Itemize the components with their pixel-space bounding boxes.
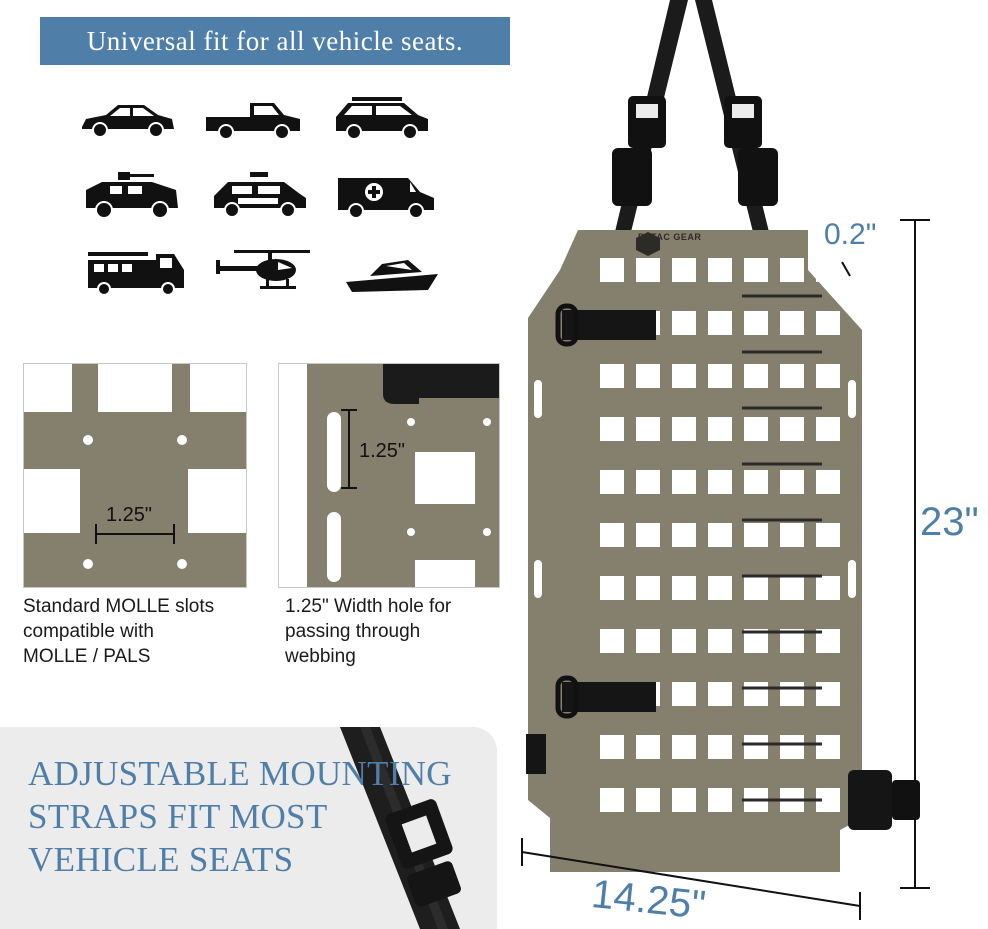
molle-slot [672,576,696,600]
speedboat-icon [346,260,438,292]
molle-slot [744,258,768,282]
molle-slot [672,470,696,494]
molle-slot [636,258,660,282]
molle-slot [636,576,660,600]
molle-slot [708,682,732,706]
molle-slot [780,417,804,441]
molle-slot [600,735,624,759]
molle-slot [600,470,624,494]
molle-slot [816,682,840,706]
molle-slot [780,311,804,335]
molle-slot [744,682,768,706]
molle-slot [672,364,696,388]
police-car-icon [214,172,306,218]
helicopter-icon [216,250,310,289]
molle-slot [600,364,624,388]
webbing-hole-caption: 1.25" Width hole for passing through web… [285,594,505,669]
petac-gear-logo [636,232,660,256]
thickness-dimension: 0.2" [824,218,877,251]
molle-slot [708,258,732,282]
molle-slot [708,735,732,759]
molle-slot [816,258,840,282]
pickup-truck-icon [206,103,300,140]
molle-slot [744,417,768,441]
molle-slot [780,258,804,282]
molle-slot [816,364,840,388]
molle-slot [780,735,804,759]
molle-slot [672,735,696,759]
panel-brand-label: PETAC GEAR [638,232,702,242]
promo-line: VEHICLE SEATS [28,840,294,879]
molle-slot [708,576,732,600]
suv-icon [336,97,428,140]
molle-slot [708,788,732,812]
strap-promo-text: ADJUSTABLE MOUNTING STRAPS FIT MOST VEHI… [28,752,498,881]
molle-slot [636,629,660,653]
molle-slot [816,417,840,441]
molle-slot [744,735,768,759]
webbing-hole-detail: 1.25" [278,363,500,588]
caption-line: 1.25" Width hole for [285,596,452,617]
molle-slot [636,417,660,441]
molle-slot [744,576,768,600]
promo-line: STRAPS FIT MOST [28,797,328,836]
military-humvee-icon [86,172,178,219]
seat-back-panel-illustration [521,0,930,920]
molle-slot [636,735,660,759]
molle-slot [780,364,804,388]
promo-line: ADJUSTABLE MOUNTING [28,754,452,793]
molle-slot [708,311,732,335]
molle-slot [816,523,840,547]
caption-line: passing through [285,621,421,642]
molle-slot [816,576,840,600]
molle-slot [708,364,732,388]
molle-slot [636,788,660,812]
molle-slot [744,311,768,335]
molle-slot [600,576,624,600]
molle-slot [708,470,732,494]
molle-slot [816,470,840,494]
sedan-icon [82,105,174,138]
slot-width-label: 1.25" [106,504,153,526]
headline-banner: Universal fit for all vehicle seats. [40,17,510,65]
caption-line: compatible with [23,621,154,642]
height-dimension: 23" [920,500,979,544]
molle-slot [708,417,732,441]
molle-slot [780,682,804,706]
molle-slot [672,417,696,441]
molle-slot [600,523,624,547]
molle-slot [708,523,732,547]
molle-slot [672,788,696,812]
fire-truck-icon [88,252,184,296]
molle-slot [780,470,804,494]
molle-slot [672,523,696,547]
molle-slot [780,523,804,547]
molle-slot-caption: Standard MOLLE slots compatible with MOL… [23,594,263,669]
molle-slot [816,311,840,335]
molle-slot [600,258,624,282]
molle-slot [780,576,804,600]
molle-slot [744,364,768,388]
ambulance-icon [338,178,434,219]
molle-slot [744,523,768,547]
molle-slot [744,470,768,494]
mounting-strap-photo [340,727,461,929]
molle-slot [708,629,732,653]
caption-line: MOLLE / PALS [23,646,151,667]
molle-slot [636,364,660,388]
molle-slot [816,735,840,759]
molle-slot [636,523,660,547]
molle-slot-detail: 1.25" [23,363,247,588]
molle-slot [672,311,696,335]
molle-slot [672,682,696,706]
molle-slot [672,258,696,282]
molle-slot [636,470,660,494]
hole-height-label: 1.25" [359,440,406,462]
caption-line: Standard MOLLE slots [23,596,215,617]
molle-slot [600,788,624,812]
molle-slot [600,629,624,653]
molle-slot [672,629,696,653]
molle-slot [600,417,624,441]
caption-line: webbing [285,646,356,667]
